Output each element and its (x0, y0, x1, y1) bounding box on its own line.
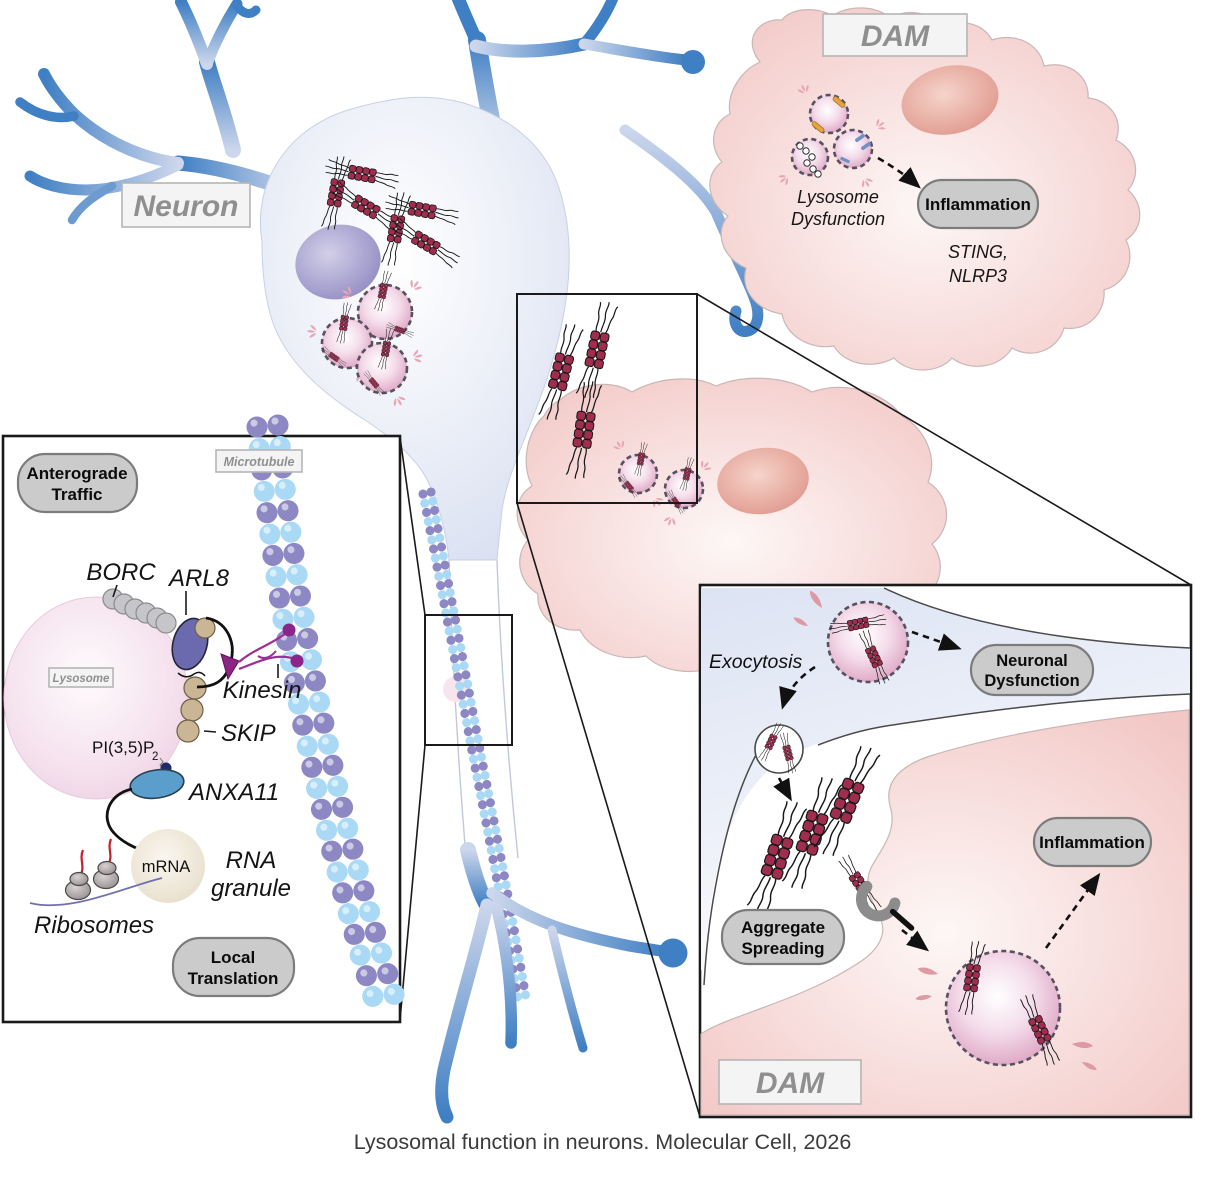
skip-protein (176, 617, 216, 743)
exocytosis-label: Exocytosis (709, 651, 802, 673)
lysosome-label: Lysosome (48, 667, 114, 688)
mrna-strand (29, 877, 163, 907)
svg-text:DAM: DAM (756, 1067, 825, 1100)
figure-caption: Lysosomal function in neurons. Molecular… (353, 1130, 852, 1154)
anterograde-traffic-badge: Anterograde Traffic (16, 452, 139, 514)
sting-nlrp3-label: NLRP3 (949, 266, 1007, 286)
dashed-arrow (779, 665, 816, 710)
lysosome-dysfunction-label: Lysosome (797, 187, 879, 207)
pi35p2-label: PI(3,5)P (92, 738, 154, 757)
kinesin-motor (196, 616, 304, 689)
lysosome (662, 456, 714, 528)
anxa11-label: ANXA11 (187, 779, 279, 806)
dashed-arrow (773, 777, 792, 802)
dam-label-top: DAM (822, 13, 968, 57)
local-translation-badge: Local Translation (171, 936, 296, 998)
inset-exocytosis-dam: Exocytosis Neuronal Dysfunction Aggregat… (698, 583, 1193, 1119)
receptor (855, 880, 915, 931)
dam-nucleus (901, 65, 999, 135)
svg-text:DAM: DAM (861, 20, 930, 53)
neuronal-dysfunction-badge: Neuronal Dysfunction (969, 643, 1095, 697)
svg-text:Spreading: Spreading (741, 939, 824, 958)
microglia-nucleus (717, 447, 809, 515)
aggregate-spreading-badge: Aggregate Spreading (720, 908, 846, 966)
dam-label-inset: DAM (718, 1059, 862, 1105)
rna-granule (131, 829, 205, 903)
lysosome-large (3, 596, 189, 800)
svg-text:Inflammation: Inflammation (925, 195, 1031, 214)
inflammation-badge-inset: Inflammation (1032, 816, 1153, 868)
dam-cell-inset (700, 709, 1190, 1116)
zoom-box-middle (516, 293, 698, 504)
dashed-arrow (911, 630, 962, 651)
rna-granule-label: RNA (226, 847, 277, 874)
neuron-soma-contents: Neuron (121, 154, 464, 410)
skip-label: SKIP (221, 720, 276, 747)
zoom-box-axon (424, 614, 513, 746)
lysosome-dysfunction-label: Dysfunction (791, 209, 885, 229)
inset-anterograde-traffic: Anterograde Traffic Microtubule Lysosome… (1, 414, 410, 1024)
arl8-label: ARL8 (167, 565, 230, 592)
lysosome-dysfunctional (795, 81, 850, 135)
svg-text:Neuron: Neuron (134, 190, 239, 223)
exocytosis-lysosome (792, 589, 910, 687)
svg-text:Local: Local (211, 948, 255, 967)
lysosome-dysfunctional (832, 116, 889, 191)
svg-text:Lysosome: Lysosome (53, 673, 110, 685)
lysosome (355, 327, 425, 410)
svg-text:Microtubule: Microtubule (224, 455, 295, 469)
lysosome (611, 437, 666, 511)
borc-subunits (102, 588, 177, 634)
neuron-nucleus (295, 224, 381, 300)
microtubule-label: Microtubule (215, 449, 303, 473)
borc-label: BORC (86, 559, 156, 586)
svg-text:Translation: Translation (188, 969, 279, 988)
microtubule (246, 414, 410, 1024)
mrna-label: mRNA (142, 858, 191, 876)
rna-granule-label: granule (211, 875, 291, 902)
dashed-arrow (901, 928, 930, 952)
neuron-soma (260, 96, 570, 561)
inflammation-badge-top: Inflammation (916, 178, 1040, 230)
svg-text:Aggregate: Aggregate (741, 918, 825, 937)
axon-terminal-branches (435, 842, 688, 1124)
neuron-label: Neuron (121, 182, 251, 228)
svg-text:Traffic: Traffic (51, 485, 102, 504)
dam-cell-top: Lysosome Dysfunction Inflammation STING,… (709, 7, 1141, 371)
membrane-bud (754, 720, 804, 775)
kinesin-label: Kinesin (223, 677, 302, 704)
pi35p2-subscript: 2 (152, 751, 158, 763)
sting-nlrp3-label: STING, (948, 242, 1008, 262)
svg-text:Dysfunction: Dysfunction (984, 672, 1079, 690)
svg-text:Inflammation: Inflammation (1039, 833, 1145, 852)
svg-text:Neuronal: Neuronal (996, 652, 1068, 670)
dam-lysosome-large (915, 939, 1098, 1073)
zoom-connectors (399, 293, 1192, 1118)
lysosome-dysfunctional (775, 137, 830, 188)
dashed-arrow (1044, 872, 1101, 949)
anxa11-protein (129, 768, 185, 800)
dashed-arrow (877, 156, 921, 189)
ribosomes-label: Ribosomes (34, 912, 154, 939)
lysosome (338, 269, 425, 341)
svg-text:Anterograde: Anterograde (26, 464, 127, 483)
